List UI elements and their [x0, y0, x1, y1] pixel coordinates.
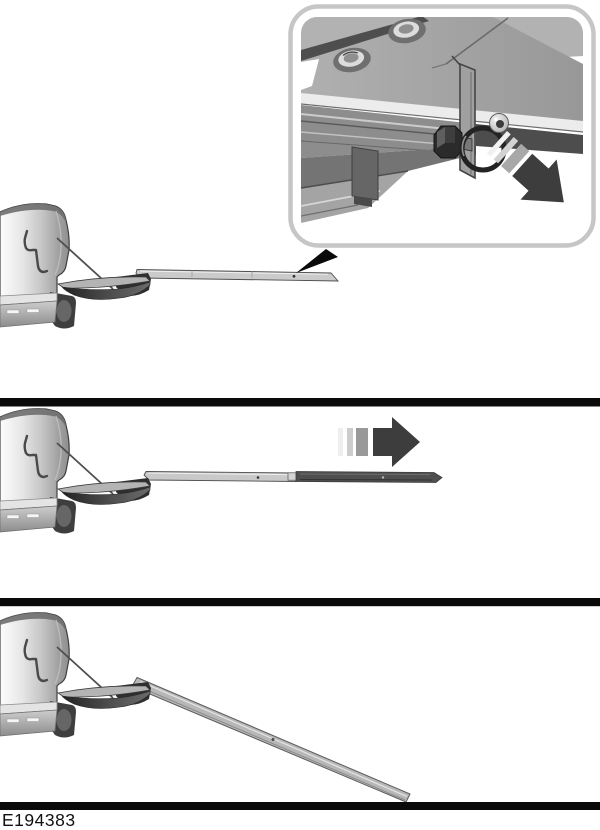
- ramp-lowered-to-ground: [131, 676, 411, 803]
- countersunk-hole-icon: [333, 47, 371, 73]
- panel-step-2: [0, 407, 443, 535]
- truck-rear-illustration: [0, 202, 153, 330]
- striped-direction-arrow-icon: [486, 131, 567, 206]
- panel-step-3: [0, 611, 411, 803]
- truck-rear-illustration: [0, 407, 153, 535]
- figure-illustration: [0, 4, 600, 810]
- callout-pointer-icon: [296, 249, 338, 273]
- inset-callout: [288, 4, 596, 248]
- panel-divider: [0, 598, 600, 607]
- ramp-extended: [143, 471, 443, 483]
- figure-id-label: E194383: [2, 810, 76, 830]
- panel-divider: [0, 802, 600, 810]
- countersunk-hole-icon: [388, 18, 426, 44]
- panel-divider: [0, 398, 600, 407]
- ball-stud-icon: [489, 113, 509, 133]
- slider-block: [351, 146, 379, 207]
- ramp-retracted: [135, 269, 340, 282]
- truck-rear-illustration: [0, 611, 153, 739]
- panel-step-1: [0, 4, 596, 330]
- striped-direction-arrow-icon: [338, 417, 420, 467]
